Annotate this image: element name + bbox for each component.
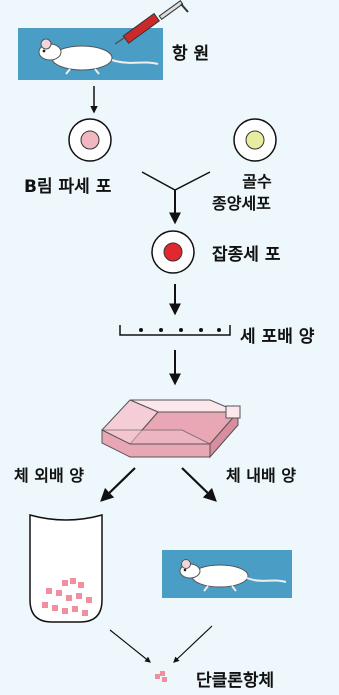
arrow-mouse-to-antibody [173, 625, 213, 663]
cell-culture-label: 세 포배 양 [240, 327, 315, 347]
arrow-to-in-vitro [100, 467, 136, 502]
myeloma-label-line1: 골수 [242, 172, 272, 191]
in-vivo-label: 체 내배 양 [226, 466, 297, 485]
myeloma-label-line2: 종양세포 [212, 194, 271, 213]
hybridoma-label: 잡종세 포 [212, 245, 281, 265]
fusion-lines [141, 171, 211, 191]
arrow-to-in-vivo [181, 467, 217, 502]
in-vitro-label: 체 외배 양 [14, 466, 85, 485]
cells-in-tube [42, 578, 92, 616]
arrow-tube-to-antibody [109, 629, 151, 663]
culture-tube-icon [29, 514, 103, 623]
b-cell-label: B림 파세 포 [24, 177, 112, 197]
mouse-icon [38, 38, 159, 75]
monoclonal-antibody-label: 단클론항체 [196, 671, 275, 691]
myeloma-cell-icon [233, 118, 277, 162]
antigen-injection-image [18, 0, 189, 80]
culture-flask-icon [101, 399, 241, 459]
syringe-icon [114, 0, 189, 45]
antibody-particles-icon [155, 671, 167, 682]
mouse-icon [179, 559, 287, 592]
antigen-label: 항 원 [172, 44, 210, 64]
culture-plate-icon [119, 325, 231, 336]
b-cell-icon [68, 118, 112, 162]
hybridoma-cell-icon [151, 230, 195, 274]
mouse-panel-bottom [162, 550, 292, 598]
